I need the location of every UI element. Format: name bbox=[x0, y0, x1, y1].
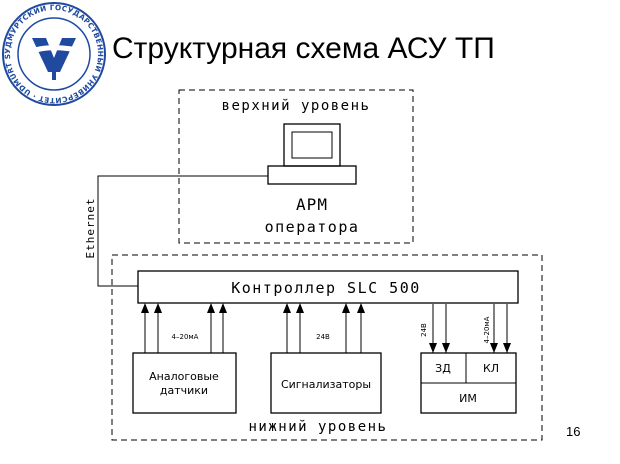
analog-sensors-label-1: Аналоговые bbox=[149, 370, 219, 383]
monitor-icon bbox=[267, 123, 357, 185]
signalizer-signal-label: 24В bbox=[316, 333, 330, 341]
slide-number: 16 bbox=[566, 424, 581, 439]
lower-level-label: нижний уровень bbox=[248, 419, 387, 435]
analog-signal-label: 4–20мА bbox=[172, 333, 199, 341]
upper-level-frame bbox=[178, 89, 414, 244]
arm-label: АРМ bbox=[296, 195, 328, 214]
analog-sensors-box bbox=[132, 352, 237, 414]
operator-label: оператора bbox=[265, 218, 360, 236]
actuator-4-20ma-label: 4–20мА bbox=[483, 316, 491, 343]
signalizers-box bbox=[270, 352, 382, 414]
controller-box bbox=[137, 270, 519, 304]
university-logo: УДМУРТСКИЙ ГОСУДАРСТВЕННЫЙ УНИВЕРСИТЕТ ·… bbox=[0, 0, 106, 106]
upper-level-label: верхний уровень bbox=[222, 98, 371, 114]
logo-emblem-icon bbox=[28, 38, 82, 80]
im-label: ИМ bbox=[459, 392, 477, 405]
actuator-24v-label: 24В bbox=[420, 323, 428, 337]
controller-label: Контроллер SLC 500 bbox=[231, 279, 421, 297]
ethernet-line bbox=[97, 175, 268, 287]
analog-sensors-label-2: датчики bbox=[160, 384, 208, 397]
zd-label: ЗД bbox=[435, 362, 451, 375]
ethernet-label: Ethernet bbox=[84, 198, 97, 259]
signalizers-label: Сигнализаторы bbox=[281, 378, 371, 391]
slide-title: Структурная схема АСУ ТП bbox=[112, 32, 495, 65]
lower-level-frame bbox=[111, 254, 543, 441]
kl-label: КЛ bbox=[483, 362, 499, 375]
